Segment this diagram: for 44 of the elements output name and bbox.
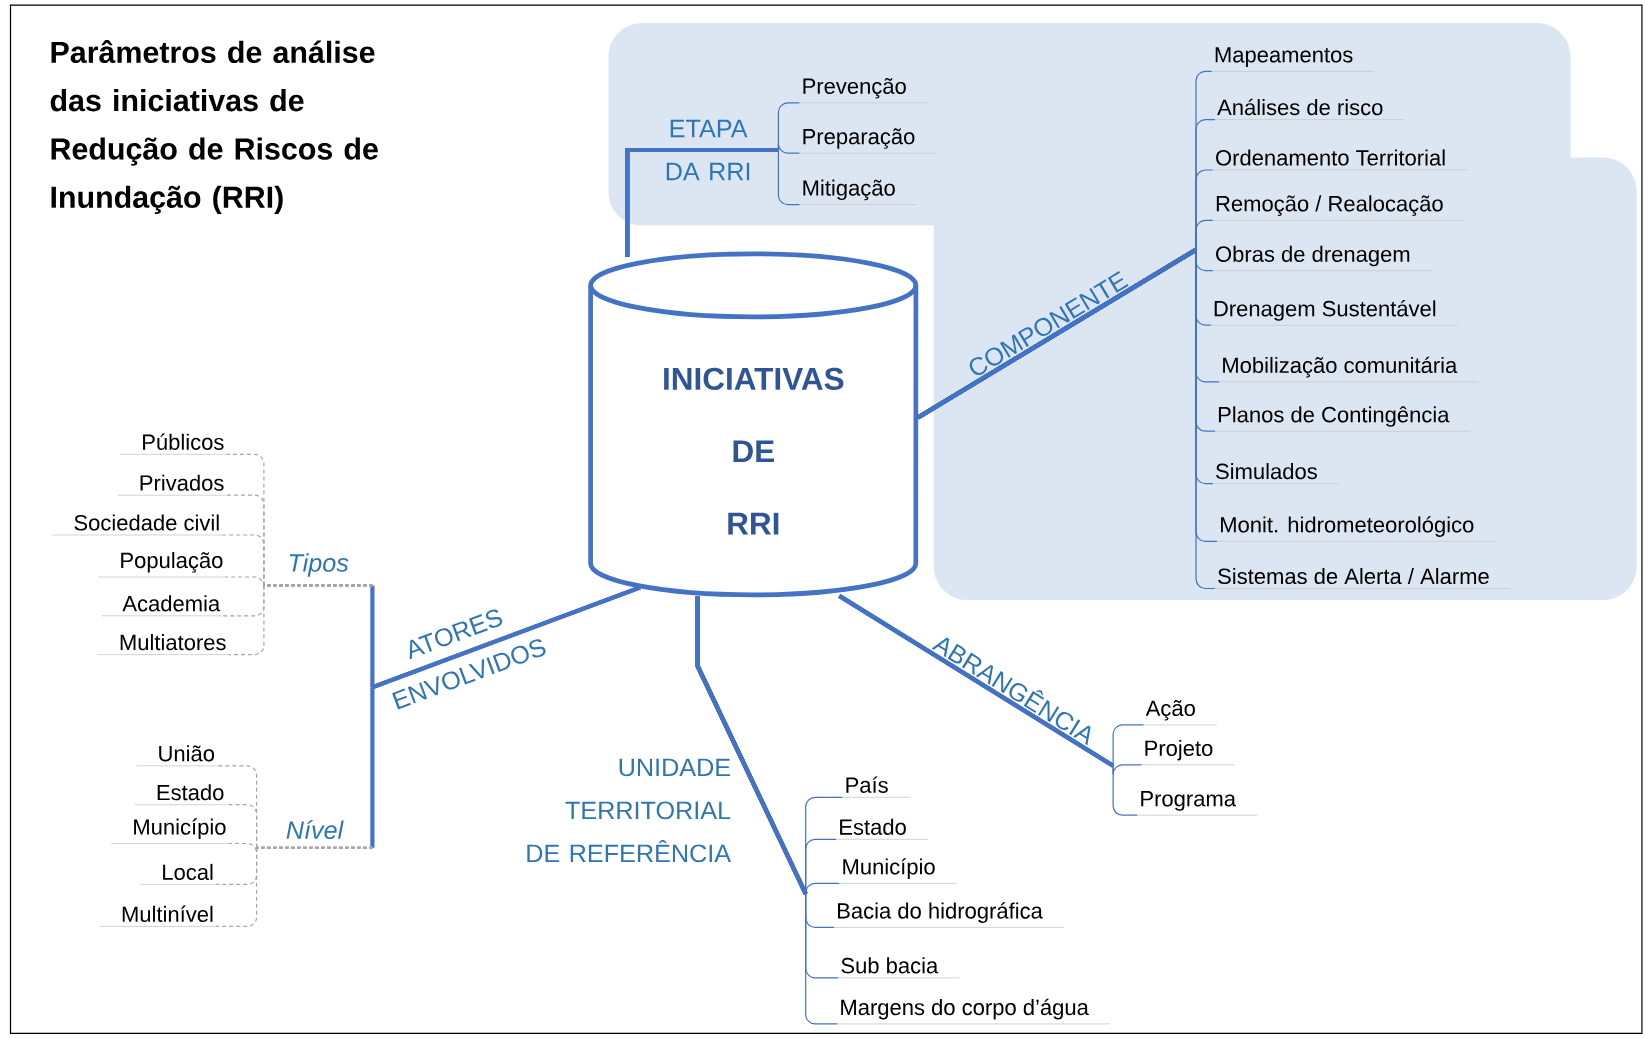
list-item: Drenagem Sustentável: [1210, 300, 1459, 326]
list-item: Sociedade civil: [51, 514, 223, 536]
list-item: Ordenamento Territorial: [1212, 149, 1468, 171]
list-item: País: [842, 776, 911, 798]
list-item: Simulados: [1212, 463, 1340, 484]
list-item: Privados: [117, 474, 227, 496]
list-item: Remoção / Realocação: [1212, 195, 1466, 221]
list-item: Monit. hidrometeorológico: [1216, 516, 1496, 542]
list-item: Margens do corpo d’água: [836, 998, 1111, 1025]
cylinder: INICIATIVAS DE RRI: [588, 251, 919, 598]
list-item: Estado: [835, 818, 929, 840]
list-item: Projeto: [1141, 739, 1235, 766]
list-item: Bacia do hidrográfica: [833, 902, 1065, 928]
list-item: Análises de risco: [1214, 98, 1405, 120]
list-item: Prevenção: [799, 77, 929, 104]
list-item: Sistemas de Alerta / Alarme: [1214, 567, 1512, 589]
list-item: Município: [110, 818, 230, 844]
connector: [370, 585, 641, 848]
list-item: Obras de drenagem: [1212, 245, 1433, 272]
list-item: Município: [838, 858, 958, 884]
list-item: Mapeamentos: [1211, 47, 1375, 72]
title: Parâmetros de análise das iniciativas de Redução de Riscos de Inundação (RRI): [50, 40, 378, 214]
category-label: Nível: [286, 820, 344, 840]
list-item: Estado: [134, 784, 227, 806]
edge-label: ETAPA DA RRI: [666, 119, 750, 181]
list-item: Local: [139, 863, 217, 885]
list-item: População: [97, 552, 226, 578]
edge-label: UNIDADE TERRITORIAL DE REFERÊNCIA: [527, 758, 732, 863]
list-item: Públicos: [119, 433, 227, 455]
list-item: Sub bacia: [837, 957, 960, 979]
list-item: Multinível: [99, 905, 217, 927]
list-item: Preparação: [799, 128, 937, 154]
connector: [215, 846, 373, 927]
list-item: Planos de Contingência: [1214, 406, 1471, 432]
list-item: Multiatores: [97, 634, 230, 655]
connector: [838, 594, 1138, 816]
list-item: Programa: [1136, 791, 1258, 816]
list-item: União: [136, 745, 218, 767]
list-item: Mobilização comunitária: [1218, 356, 1479, 383]
list-item: Mitigação: [799, 179, 918, 205]
list-item: Academia: [100, 595, 223, 617]
list-item: Ação: [1143, 700, 1218, 726]
connector: [228, 584, 373, 656]
category-label: Tipos: [289, 553, 349, 577]
